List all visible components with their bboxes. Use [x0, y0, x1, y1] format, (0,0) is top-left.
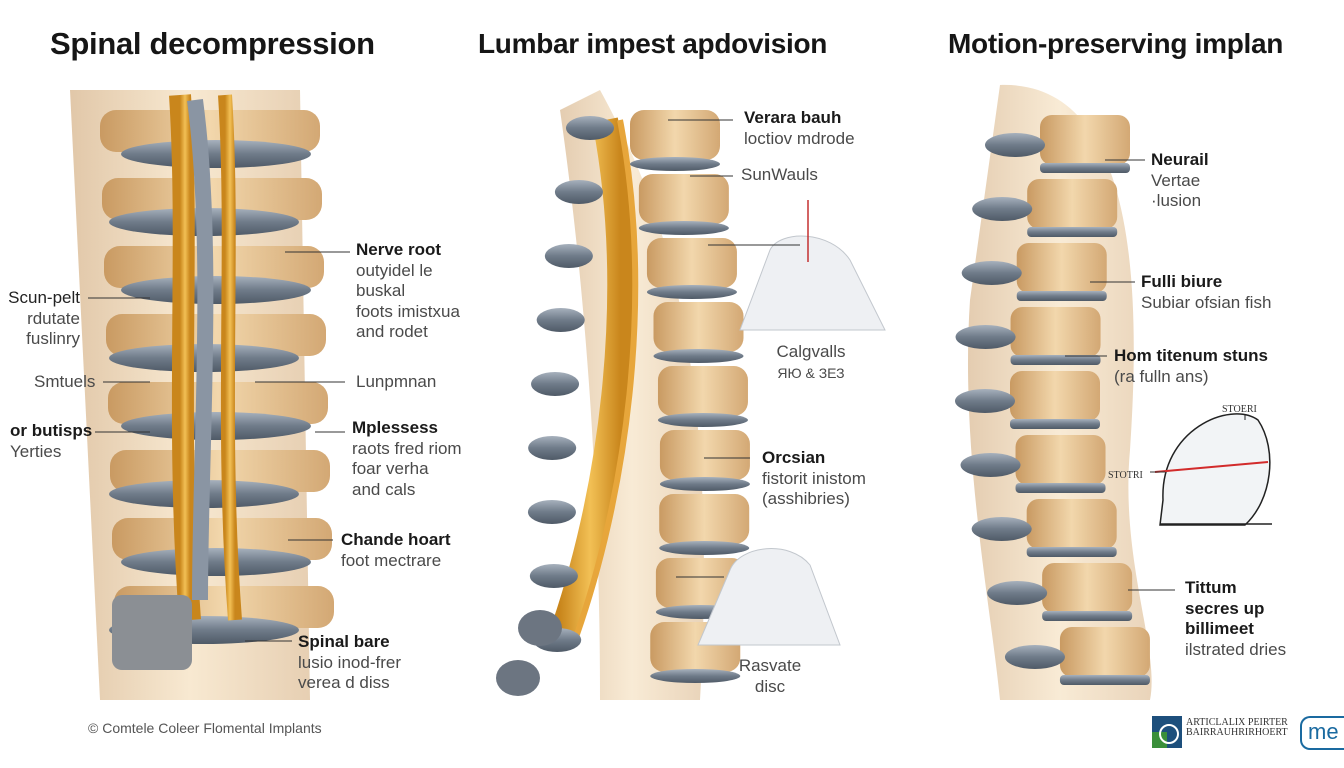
vertebra-body — [653, 302, 744, 352]
vertebra-body — [1010, 371, 1100, 421]
facet — [1004, 645, 1065, 669]
disc — [646, 285, 737, 299]
disc — [630, 157, 720, 171]
label-inset-top: STOERI — [1222, 404, 1257, 415]
facet — [544, 244, 593, 268]
label-sunwauls: SunWauls — [741, 165, 818, 184]
facet — [531, 372, 580, 396]
facet — [987, 581, 1048, 605]
disc — [650, 669, 741, 683]
disc — [659, 541, 750, 555]
vertebra-body — [657, 366, 748, 416]
title-right: Motion-preserving implan — [948, 28, 1284, 59]
label-inset-left: STOTRI — [1108, 470, 1143, 481]
label-calgvalls: Calgvalls ЯЮ & ЗЕЗ — [776, 342, 846, 381]
disc — [1040, 163, 1130, 173]
title-left: Spinal decompression — [50, 26, 375, 61]
brand-logo-icon — [1152, 716, 1182, 748]
disc — [1027, 227, 1118, 237]
facet — [955, 325, 1016, 349]
facet — [528, 436, 577, 460]
facet — [971, 517, 1032, 541]
vertebra-body — [638, 174, 729, 224]
vertebra-body — [1040, 115, 1130, 165]
disc — [121, 548, 311, 576]
disc — [657, 413, 748, 427]
disc — [1042, 611, 1133, 621]
disc — [1010, 355, 1101, 365]
facet — [985, 133, 1045, 157]
facet — [554, 180, 603, 204]
middle-spine — [496, 90, 886, 700]
label-verara-bauh: Verara bauh loctiov mdrode — [744, 108, 855, 148]
vertebra-body — [1027, 179, 1118, 229]
disc — [638, 221, 729, 235]
label-orcsian: Orcsian fistorit inistom (asshibries) — [762, 448, 866, 508]
brand-logo-text: ARTICLALIX PEIRTER BAIRRAUHRIRHOERT — [1186, 717, 1288, 738]
label-scun-pelt: Scun-pelt rdutate fuslinry — [8, 288, 80, 348]
label-rasvate: Rasvate disc — [738, 656, 802, 696]
vertebra-body — [630, 110, 720, 160]
disc — [659, 477, 750, 491]
disc — [1010, 419, 1100, 429]
vertebra-body — [102, 178, 322, 220]
right-spine — [955, 84, 1272, 700]
vertebra-body — [1015, 435, 1106, 485]
disc — [121, 276, 311, 304]
label-mplessess: Mplessess raots fred riom foar verha and… — [352, 418, 462, 499]
vertebra-body — [1059, 627, 1150, 677]
disc — [653, 349, 744, 363]
label-chande-hoart: Chande hoart foot mectrare — [341, 530, 451, 570]
facet — [972, 197, 1033, 221]
label-tittum: Tittum secres up billimeet ilstrated dri… — [1185, 578, 1287, 659]
vertebra-body — [1010, 307, 1101, 357]
disc — [121, 140, 311, 168]
facet — [527, 500, 576, 524]
vertebra-body — [1026, 499, 1117, 549]
facet — [536, 308, 585, 332]
facet — [960, 453, 1021, 477]
label-spinal-bare: Spinal bare lusio inod-frer verea d diss — [298, 632, 401, 692]
vertebra-body — [106, 314, 326, 356]
disc — [1059, 675, 1150, 685]
footer-credit: © Comtele Coleer Flomental Implants — [88, 720, 322, 736]
label-lunpmnan: Lunpmnan — [356, 372, 437, 391]
disc — [1016, 291, 1107, 301]
vertebra-body — [659, 430, 750, 480]
left-spine — [70, 90, 334, 700]
vertebra-body — [659, 494, 750, 544]
label-or-butisps: or butisps Yerties — [10, 421, 93, 461]
vertebra-body — [646, 238, 737, 288]
leader-lines — [88, 119, 1175, 642]
label-neurail: Neurail Vertae ·lusion — [1151, 150, 1209, 210]
vertebra-body — [112, 518, 332, 560]
facet — [566, 116, 614, 140]
label-nerve-root: Nerve root outyidel le buskal foots imis… — [356, 240, 460, 341]
label-smtuels: Smtuels — [34, 372, 96, 391]
partner-logo: me — [1300, 716, 1344, 750]
disc — [121, 412, 311, 440]
disc — [1015, 483, 1106, 493]
vertebra-body — [1042, 563, 1133, 613]
disc — [1026, 547, 1117, 557]
label-hom-titenum: Hom titenum stuns (ra fulln ans) — [1114, 346, 1268, 386]
vertebra-body — [1016, 243, 1107, 293]
vertebra-body — [100, 110, 320, 152]
facet — [529, 564, 578, 588]
facet — [955, 389, 1015, 413]
vertebra-body — [108, 382, 328, 424]
title-middle: Lumbar impest apdovision — [478, 28, 828, 59]
facet — [961, 261, 1022, 285]
label-fulli-biure: Fulli biure Subiar ofsian fish — [1141, 272, 1272, 312]
vertebra-body — [104, 246, 324, 288]
